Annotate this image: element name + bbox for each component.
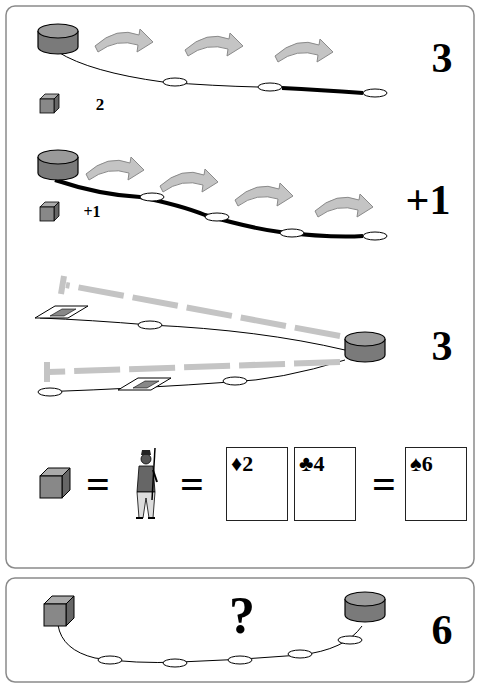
move-row-1 xyxy=(38,24,387,113)
soldier-figure xyxy=(136,448,157,518)
card-value: ♦2 xyxy=(227,448,287,480)
playing-card: ♣4 xyxy=(294,447,356,521)
move-row-2 xyxy=(38,150,387,240)
equals-sign: = xyxy=(180,463,204,505)
card-value: ♠6 xyxy=(406,448,466,480)
equals-sign: = xyxy=(86,463,110,505)
score-number: 3 xyxy=(432,37,453,79)
question-row xyxy=(44,592,385,667)
cube-count: +1 xyxy=(83,204,100,220)
cube-count: 2 xyxy=(96,96,105,113)
card-value: ♣4 xyxy=(295,448,355,480)
score-number: 6 xyxy=(432,609,453,651)
equals-sign: = xyxy=(372,463,396,505)
equivalence-row xyxy=(40,448,157,518)
score-number: 3 xyxy=(432,325,453,367)
blocked-row xyxy=(35,276,385,396)
score-number: +1 xyxy=(406,179,451,221)
question-panel xyxy=(6,578,474,682)
rules-panel xyxy=(6,6,474,568)
playing-card: ♦2 xyxy=(226,447,288,521)
question-mark: ? xyxy=(229,590,255,642)
playing-card: ♠6 xyxy=(405,447,467,521)
